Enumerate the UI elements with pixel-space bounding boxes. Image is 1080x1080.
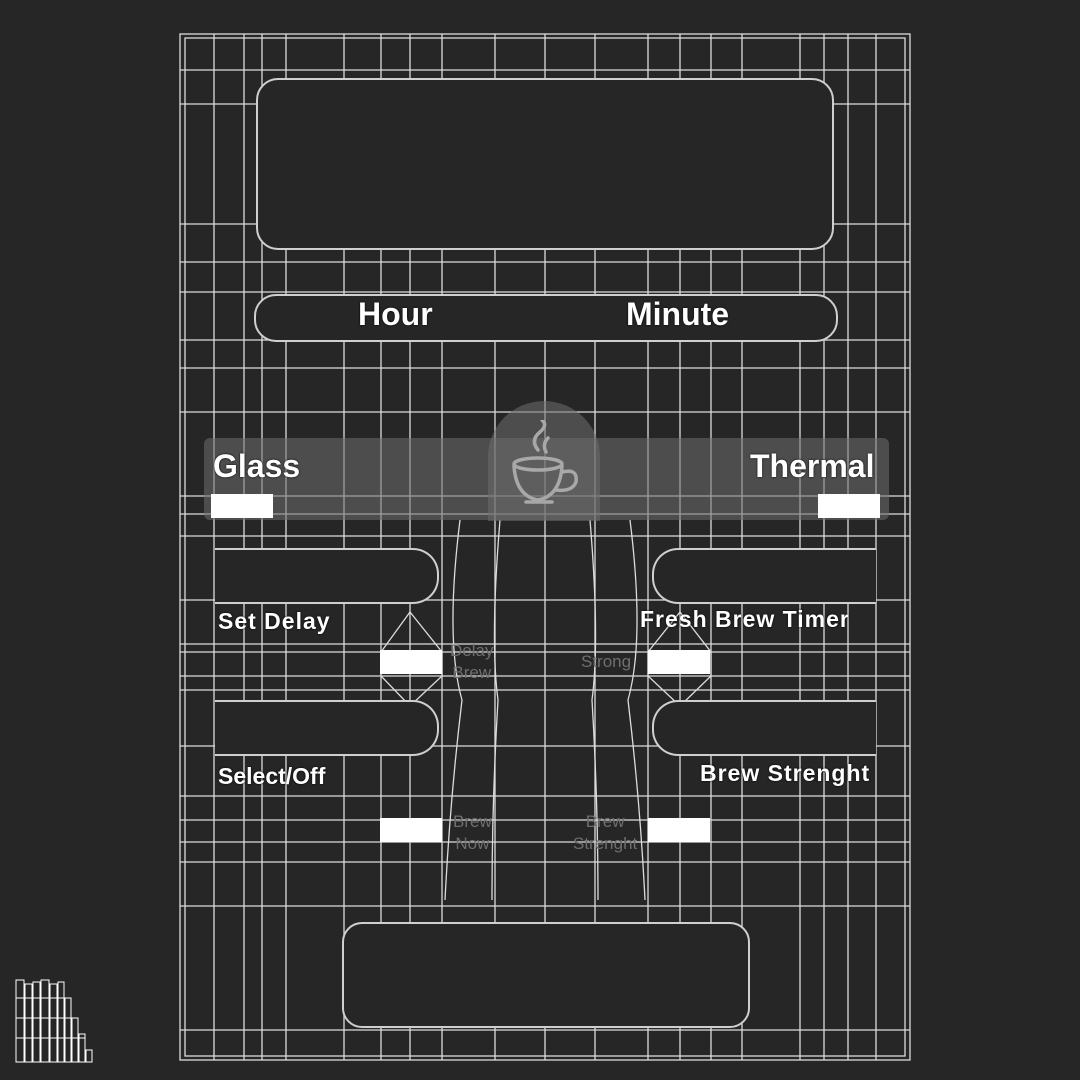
clock-display <box>256 78 834 250</box>
thermal-label: Thermal <box>750 448 875 484</box>
set-delay-slot <box>215 548 439 604</box>
select-off-button[interactable] <box>380 818 442 842</box>
delay-brew-text: Delay Brew <box>450 640 493 684</box>
set-delay-button[interactable] <box>380 650 442 674</box>
set-delay-label: Set Delay <box>218 608 331 634</box>
hour-minute-bar <box>254 294 838 342</box>
strong-text: Strong <box>581 652 632 671</box>
hour-label: Hour <box>358 296 433 332</box>
strenght-word: Strenght <box>573 834 638 853</box>
fresh-brew-timer-label: Fresh Brew Timer <box>640 606 850 632</box>
select-off-label: Select/Off <box>218 763 326 789</box>
glass-button[interactable] <box>211 494 273 518</box>
delay-word: Delay <box>450 641 494 660</box>
brew-word: Brew <box>453 812 492 831</box>
brew-strength-button[interactable] <box>648 818 710 842</box>
thermal-button[interactable] <box>818 494 880 518</box>
coffee-cup-icon <box>512 420 578 504</box>
select-off-slot <box>215 700 439 756</box>
glass-label: Glass <box>213 448 301 484</box>
bottom-panel <box>342 922 750 1028</box>
minute-label: Minute <box>626 296 730 332</box>
brew-strength-label: Brew Strenght <box>700 760 871 786</box>
brew-word: Brew <box>585 812 625 831</box>
brew-strength-slot <box>652 700 876 756</box>
fresh-brew-timer-button[interactable] <box>648 650 710 674</box>
fresh-brew-slot <box>652 548 876 604</box>
now-word: Now <box>455 834 490 853</box>
brew-word: Brew <box>452 663 492 682</box>
brew-now-text: Brew Now <box>453 811 492 855</box>
brew-strength-text: Brew Strenght <box>573 811 637 855</box>
uv-map-thumbnail <box>15 979 93 1063</box>
